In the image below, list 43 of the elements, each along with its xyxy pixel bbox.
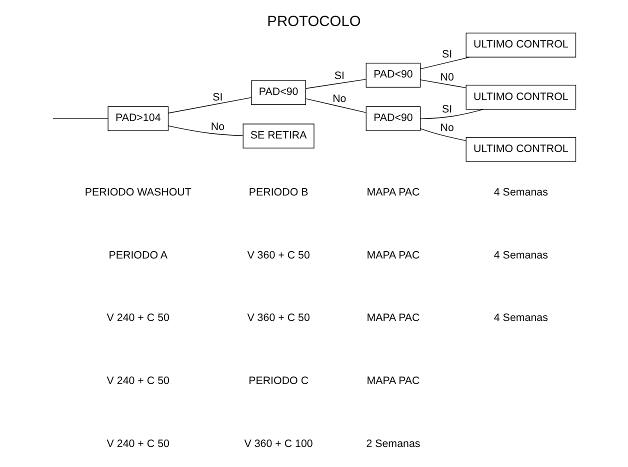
connector	[420, 128, 466, 140]
label: MAPA PAC	[366, 374, 420, 386]
label: PERIODO WASHOUT	[84, 186, 192, 198]
edge-label: N0	[440, 70, 454, 83]
node-box: ULTIMO CONTROL	[466, 84, 576, 110]
connector	[305, 98, 366, 112]
connector	[420, 56, 470, 69]
connector	[168, 125, 244, 136]
label: 4 Semanas	[494, 248, 548, 261]
connector	[420, 108, 484, 119]
label: V 240 + C 50	[106, 312, 170, 324]
edge-label: SI	[442, 48, 452, 60]
label: 4 Semanas	[494, 186, 548, 198]
label: V 240 + C 50	[106, 374, 170, 386]
label: V 360 + C 50	[247, 312, 310, 324]
node-box: PAD>104	[108, 106, 169, 131]
label: V 360 + C 50	[247, 248, 310, 261]
label: 4 Semanas	[494, 312, 548, 324]
label: MAPA PAC	[366, 312, 420, 324]
edge-label: No	[210, 120, 225, 132]
connector	[168, 96, 252, 113]
edge-label: SI	[212, 90, 223, 103]
label: PERIODO C	[248, 374, 309, 386]
connector	[420, 79, 466, 88]
node-box: PAD<90	[366, 106, 421, 131]
connector	[305, 78, 366, 88]
node-box: SE RETIRA	[242, 123, 314, 148]
label: MAPA PAC	[366, 186, 420, 198]
label: PERIODO A	[108, 248, 168, 261]
node-box: PAD<90	[251, 80, 306, 104]
diagram-title: PROTOCOLO	[267, 14, 361, 30]
label: V 360 + C 100	[244, 437, 313, 450]
label: 2 Semanas	[366, 437, 420, 450]
label: V 240 + C 50	[106, 437, 170, 450]
node-box: PAD<90	[366, 62, 421, 88]
edge-label: No	[332, 92, 346, 104]
node-box: ULTIMO CONTROL	[466, 32, 576, 57]
edge-label: SI	[442, 103, 452, 116]
label: MAPA PAC	[366, 248, 420, 261]
node-box: ULTIMO CONTROL	[466, 136, 576, 162]
edge-label: SI	[334, 70, 344, 82]
edge-label: No	[440, 122, 454, 134]
label: PERIODO B	[248, 186, 308, 198]
